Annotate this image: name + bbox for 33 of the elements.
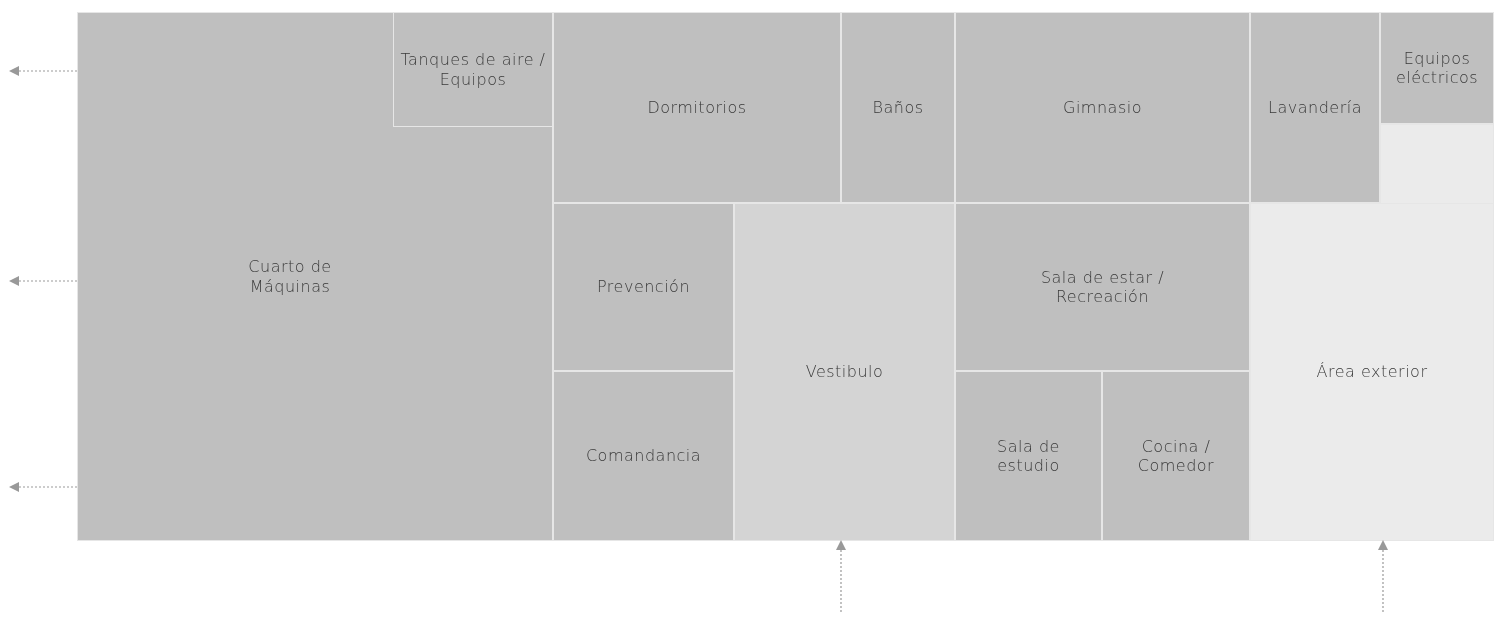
room-label: Sala de estar / Recreación: [1039, 267, 1166, 307]
room-block: [1250, 12, 1380, 203]
arrow: [9, 276, 78, 286]
room-block: [1380, 12, 1494, 124]
arrow: [9, 482, 78, 492]
room-label: Lavandería: [1268, 97, 1362, 118]
room-block: [393, 12, 553, 127]
room-block: [955, 12, 1250, 203]
arrow: [1378, 540, 1388, 613]
room-label: Área exterior: [1316, 362, 1428, 382]
room-block: [734, 203, 955, 541]
arrow: [836, 540, 846, 613]
room-block: [553, 12, 841, 203]
room-block: [955, 371, 1102, 541]
room-block: [553, 203, 734, 371]
room-label: Cuarto de Máquinas: [247, 257, 333, 296]
room-label: Prevención: [596, 277, 691, 297]
room-block: [1250, 203, 1494, 541]
arrow: [9, 66, 78, 76]
room-label: Dormitorios: [647, 97, 747, 118]
room-block: [841, 12, 955, 203]
room-block: [1102, 371, 1250, 541]
room-label: Baños: [872, 97, 924, 118]
room-block: [77, 12, 553, 541]
room-block: [955, 203, 1250, 371]
room-label: Gimnasio: [1063, 97, 1142, 118]
room-label: Equipos eléctricos: [1394, 48, 1480, 88]
room-label: Vestibulo: [805, 362, 884, 382]
room-label: Cocina / Comedor: [1136, 436, 1216, 476]
room-block: [553, 371, 734, 541]
room-label: Tanques de aire / Equipos: [399, 50, 547, 89]
room-label: Sala de estudio: [996, 436, 1061, 476]
room-label: Comandancia: [585, 446, 702, 466]
